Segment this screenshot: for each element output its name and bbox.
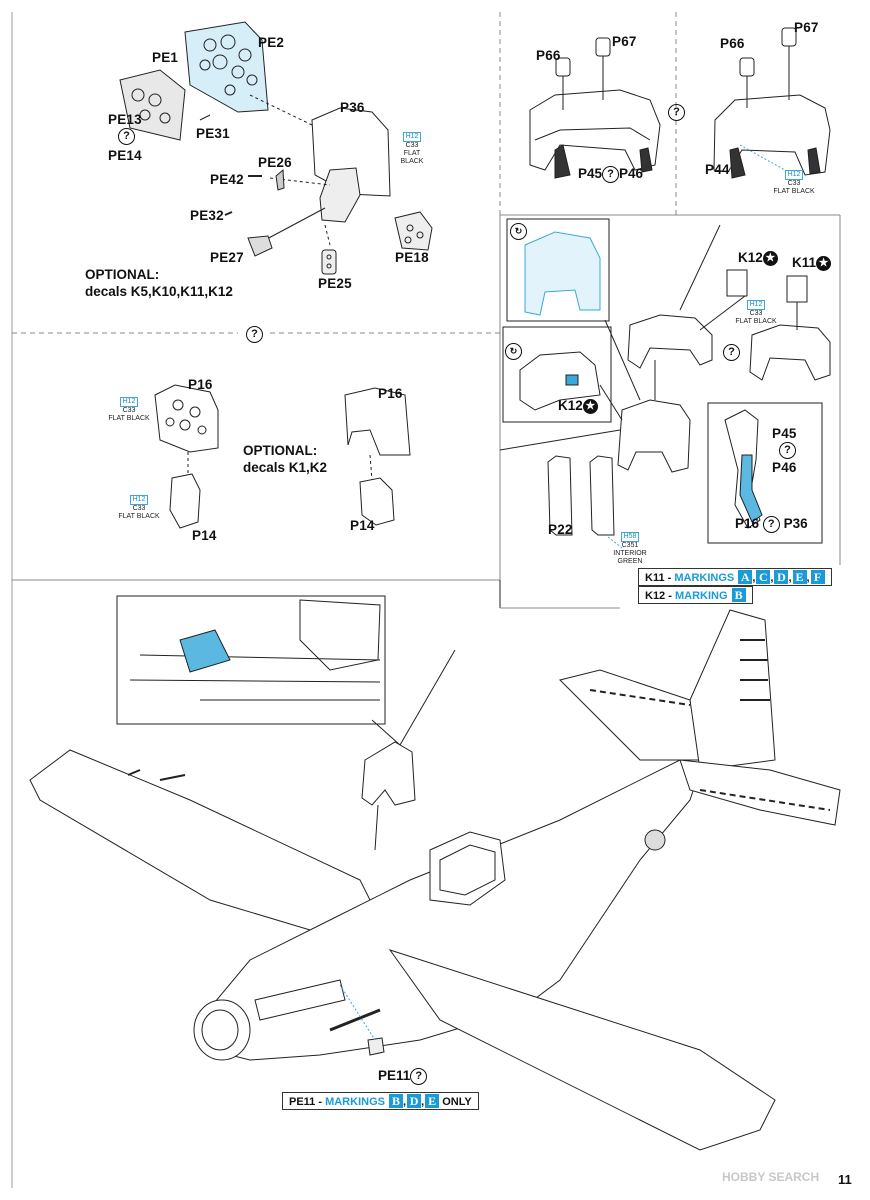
p16-p36-label: P16 ? P36	[735, 516, 808, 533]
part-label-pe18: PE18	[395, 250, 429, 265]
part-label-pe13: PE13	[108, 112, 142, 127]
part-label-p22: P22	[548, 522, 573, 537]
k12-label: K12★	[738, 250, 778, 266]
p45-p46-label: P45?P46	[578, 166, 644, 183]
pe11-label: PE11?	[378, 1068, 428, 1085]
optional-decals-note: OPTIONAL: decals K1,K2	[243, 443, 328, 475]
part-label-pe42: PE42	[210, 172, 244, 187]
question-mark-icon: ?	[410, 1068, 428, 1085]
optional-decals-note: OPTIONAL: decals K5,K10,K11,K12	[85, 267, 233, 299]
paint-callout-interior-green: H58 C351 INTERIOR GREEN	[613, 532, 647, 565]
star-icon: ★	[582, 398, 598, 414]
part-label-pe26: PE26	[258, 155, 292, 170]
part-label-pe1: PE1	[152, 50, 179, 65]
question-mark-icon: ?	[723, 344, 740, 362]
part-label-p66b: P66	[720, 36, 745, 51]
part-label-p14b: P14	[350, 518, 375, 533]
part-label-pe27: PE27	[210, 250, 244, 265]
part-label-p44: P44	[705, 162, 730, 177]
part-label-p14a: P14	[192, 528, 217, 543]
star-icon: ★	[816, 255, 832, 271]
paint-callout-flat-black: H12 C33 FLAT BLACK	[773, 170, 815, 195]
part-label-p45: P45	[772, 426, 797, 441]
part-label-p67b: P67	[794, 20, 819, 35]
star-icon: ★	[762, 250, 778, 266]
part-label-p16a: P16	[188, 377, 213, 392]
rotate-icon: ↻	[510, 223, 527, 241]
part-label-pe31: PE31	[196, 126, 230, 141]
question-mark-icon: ?	[762, 516, 780, 533]
part-label-p46: P46	[772, 460, 797, 475]
part-label-p66: P66	[536, 48, 561, 63]
k12-decal-label: K12★	[558, 398, 598, 414]
part-label-p36: P36	[340, 100, 365, 115]
question-mark-icon: ?	[602, 166, 620, 183]
question-mark-icon: ?	[118, 128, 135, 146]
rotate-icon: ↻	[505, 343, 522, 361]
paint-callout-flat-black: H12 C33 FLAT BLACK	[108, 397, 150, 422]
page-number: 11	[838, 1172, 852, 1187]
part-label-pe14: PE14	[108, 148, 142, 163]
paint-callout-flat-black: H12 C33 FLAT BLACK	[735, 300, 777, 325]
part-label-p67: P67	[612, 34, 637, 49]
paint-callout-flat-black: H12 C33 FLAT BLACK	[118, 495, 160, 520]
part-label-pe2: PE2	[258, 35, 285, 50]
question-mark-icon: ?	[668, 104, 685, 122]
paint-callout-flat-black: H12 C33 FLAT BLACK	[400, 132, 424, 165]
question-mark-icon: ?	[779, 442, 796, 460]
part-label-p16b: P16	[378, 386, 403, 401]
markings-legend-k12: K12 - MARKING B	[638, 586, 753, 604]
watermark: HOBBY SEARCH	[722, 1170, 820, 1184]
k11-label: K11★	[792, 255, 832, 271]
markings-legend-pe11: PE11 - MARKINGS B,D,E ONLY	[282, 1092, 479, 1110]
part-label-pe32: PE32	[190, 208, 224, 223]
part-label-pe25: PE25	[318, 276, 352, 291]
markings-legend-k11: K11 - MARKINGS A,C,D,E,F	[638, 568, 832, 586]
question-mark-icon: ?	[246, 326, 263, 344]
